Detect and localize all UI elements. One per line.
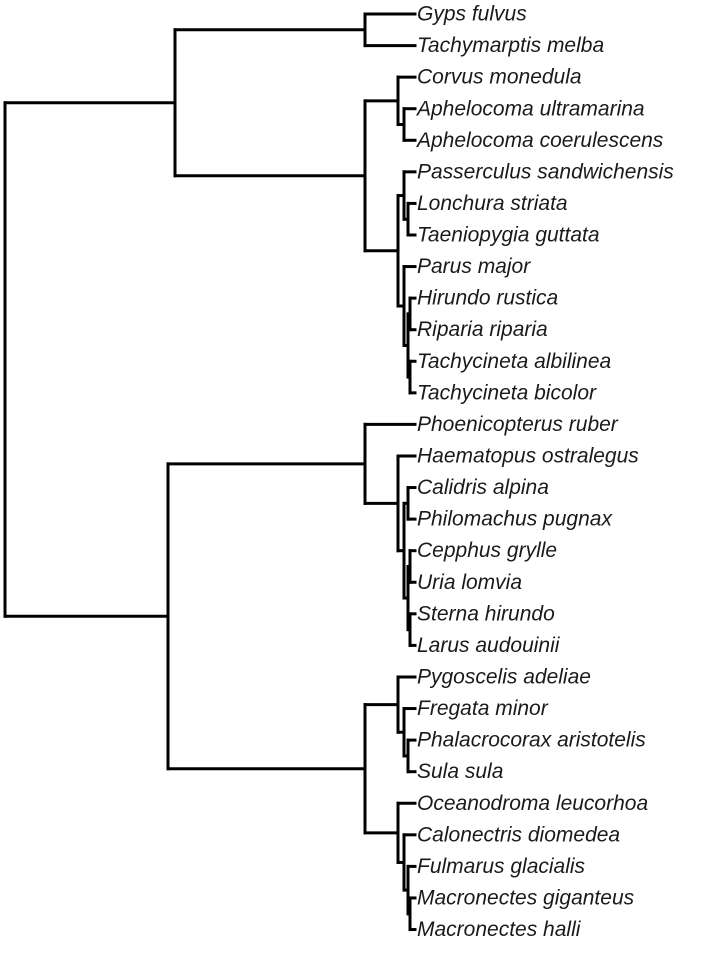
tip-label: Parus major (417, 255, 531, 278)
tip-label: Sula sula (417, 760, 503, 783)
tip-label: Calonectris diomedea (417, 823, 620, 846)
tip-label: Philomachus pugnax (417, 508, 613, 531)
tip-label: Tachymarptis melba (417, 34, 604, 57)
tip-label: Aphelocoma coerulescens (415, 129, 664, 152)
tip-label: Oceanodroma leucorhoa (417, 792, 648, 815)
tree-branches (3, 12, 417, 932)
tip-label: Fulmarus glacialis (417, 855, 586, 878)
tip-label: Riparia riparia (417, 318, 548, 341)
tip-label: Sterna hirundo (417, 602, 555, 625)
tip-label: Cepphus grylle (417, 539, 557, 562)
tip-label: Pygoscelis adeliae (417, 666, 591, 689)
tip-label: Corvus monedula (417, 66, 582, 89)
tip-label: Haematopus ostralegus (417, 445, 639, 468)
tip-label: Hirundo rustica (417, 287, 558, 310)
tip-label: Macronectes giganteus (417, 887, 635, 910)
tip-label: Taeniopygia guttata (417, 224, 600, 247)
tip-label: Calidris alpina (417, 476, 549, 499)
tip-label: Gyps fulvus (417, 3, 527, 26)
tip-label: Tachycineta bicolor (417, 381, 597, 404)
tip-label: Macronectes halli (417, 918, 582, 941)
tip-label: Uria lomvia (417, 571, 522, 594)
tip-label: Lonchura striata (417, 192, 568, 215)
tip-label: Larus audouinii (417, 634, 561, 657)
tip-label: Fregata minor (417, 697, 549, 720)
tip-label: Phoenicopterus ruber (417, 413, 619, 436)
tip-label: Phalacrocorax aristotelis (417, 729, 646, 752)
tip-label: Tachycineta albilinea (417, 350, 611, 373)
tip-label: Passerculus sandwichensis (417, 160, 674, 183)
tip-label: Aphelocoma ultramarina (415, 97, 645, 120)
